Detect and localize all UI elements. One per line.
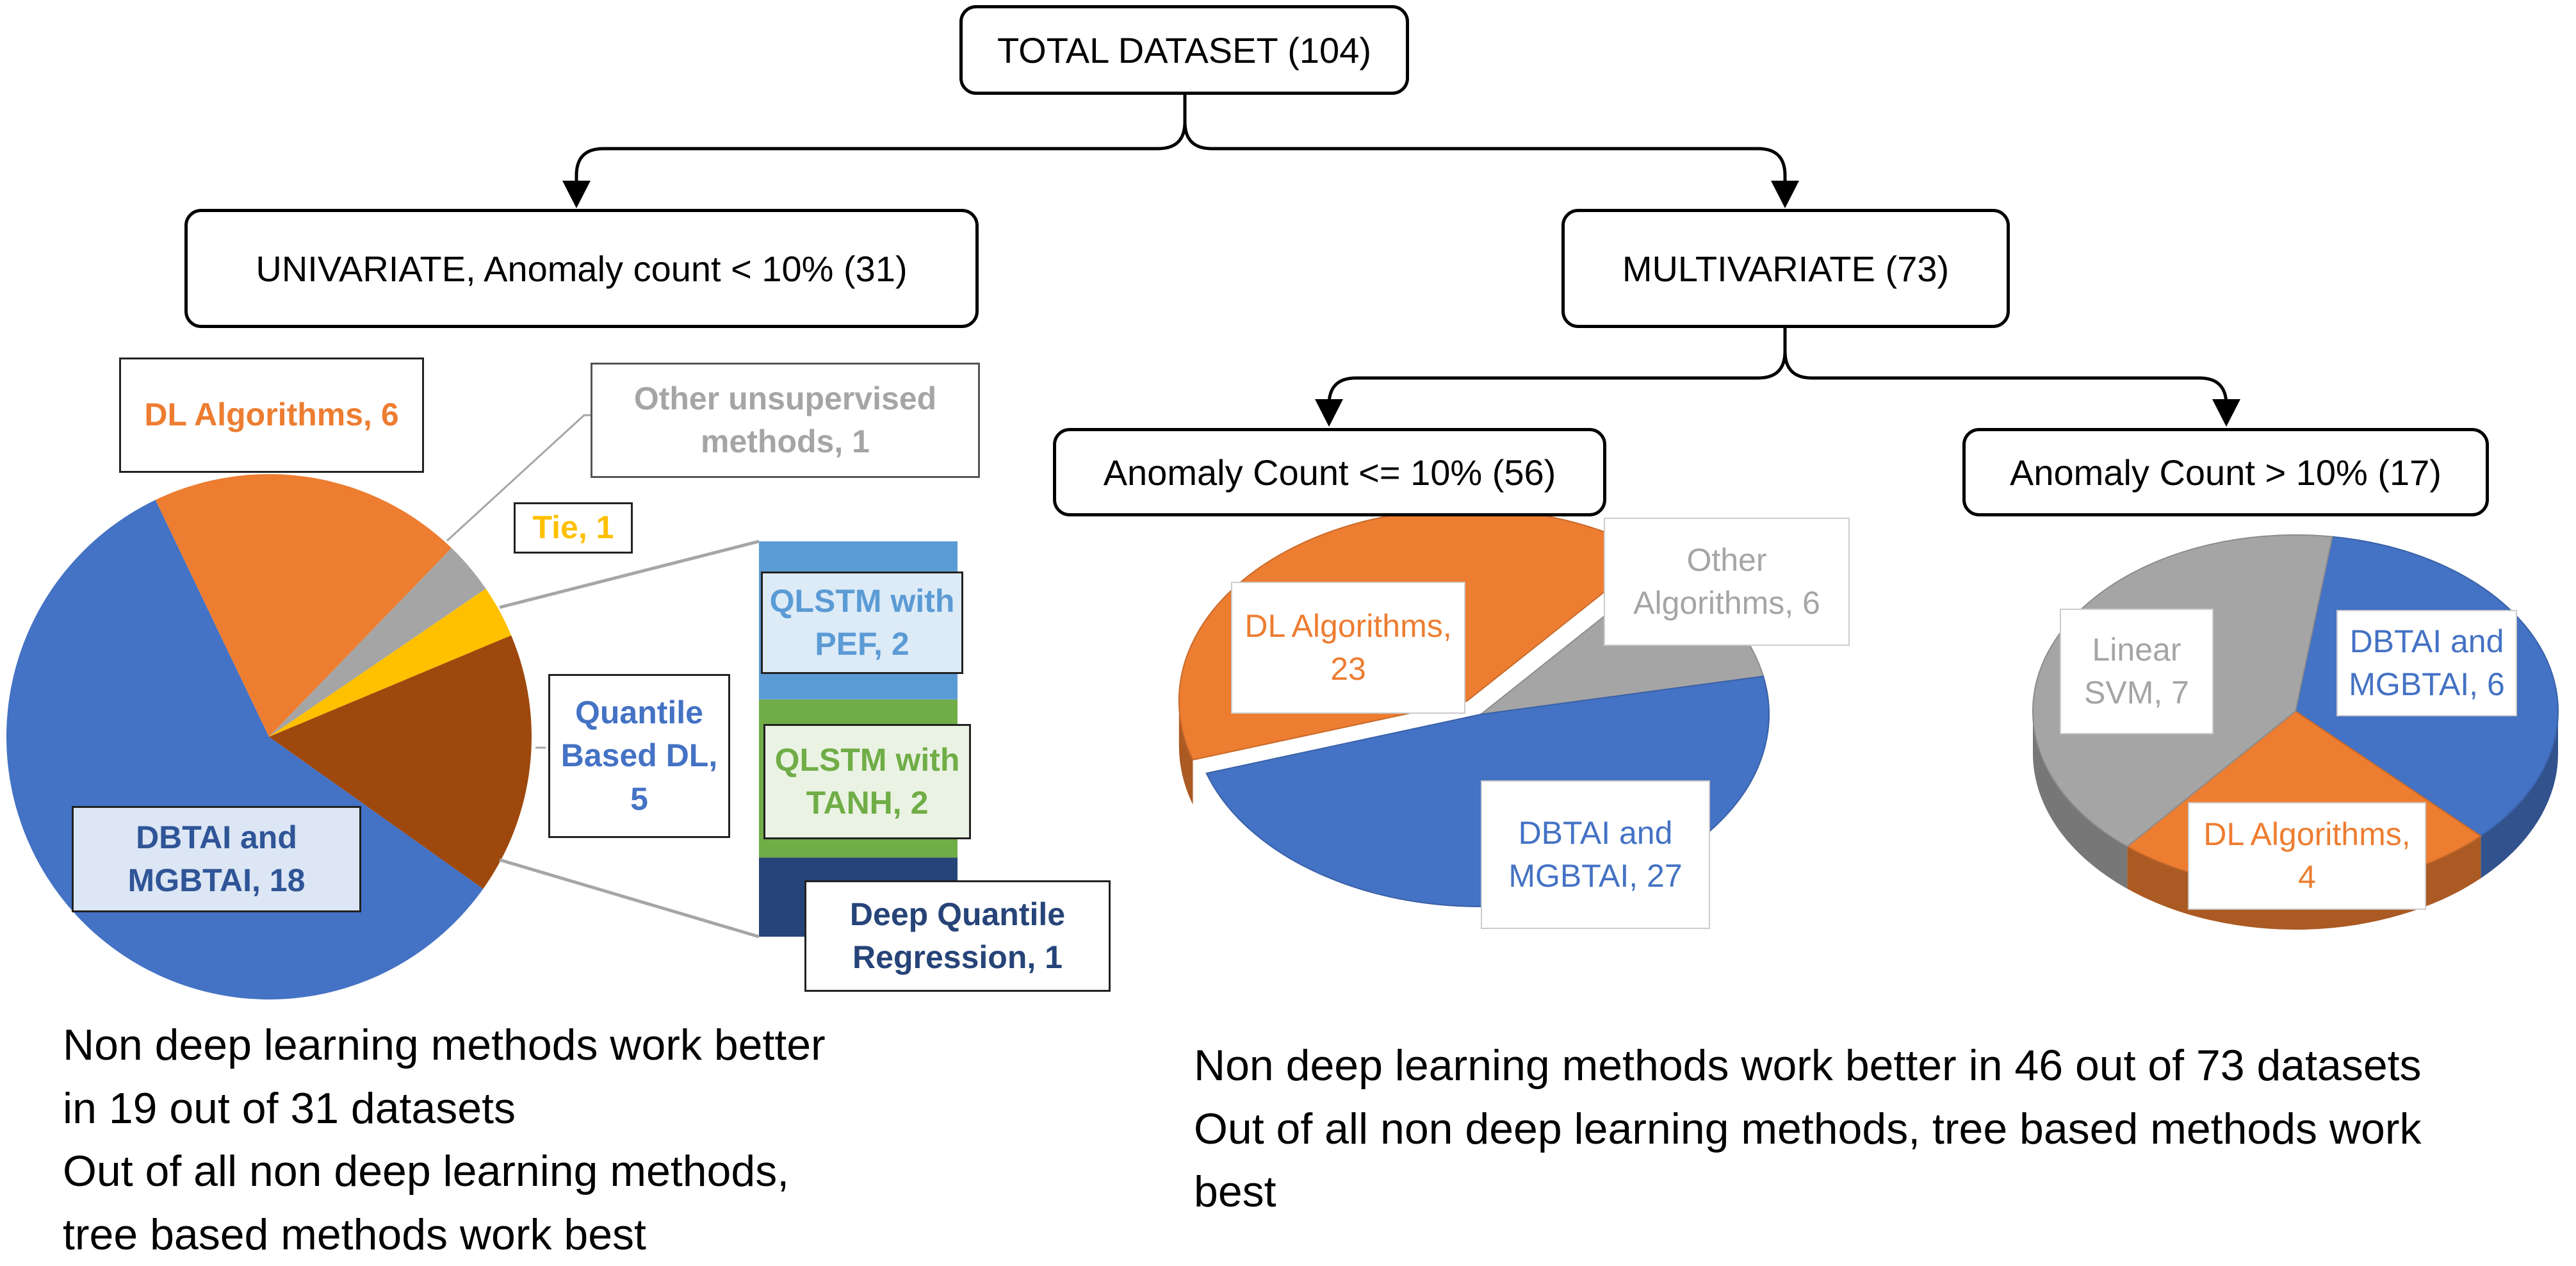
conclusion-line: Non deep learning methods work better: [63, 1021, 826, 1069]
label-m2-dl-algorithms: DL Algorithms, 4: [2188, 802, 2426, 910]
conclusion-multivariate: Non deep learning methods work better in…: [1194, 1034, 2422, 1224]
conclusion-line: tree based methods work best: [63, 1210, 646, 1259]
label-uni-qlstm-tanh: QLSTM with TANH, 2: [763, 724, 971, 839]
conclusion-univariate: Non deep learning methods work better in…: [63, 1014, 826, 1266]
pie-side-dbtai-and-mgbtai: [2481, 711, 2558, 878]
connector-multivariate: [1327, 328, 2228, 423]
node-multivariate: MULTIVARIATE (73): [1561, 209, 2010, 328]
label-uni-deep-quantile: Deep Quantile Regression, 1: [804, 880, 1111, 992]
node-anomaly-high: Anomaly Count > 10% (17): [1962, 428, 2489, 516]
label-uni-other-unsupervised: Other unsupervised methods, 1: [591, 363, 980, 478]
conclusion-line: Out of all non deep learning methods,: [63, 1147, 790, 1196]
label-m1-other-algorithms: Other Algorithms, 6: [1604, 518, 1850, 646]
pie-side-linear-svm: [2033, 711, 2128, 889]
connector-top: [575, 95, 1787, 204]
label-uni-tie: Tie, 1: [514, 502, 633, 554]
conclusion-line: Out of all non deep learning methods, tr…: [1194, 1104, 2422, 1153]
conclusion-line: best: [1194, 1167, 1276, 1217]
pie-side-dl-algorithms: [1178, 700, 1193, 805]
label-m1-dbtai: DBTAI and MGBTAI, 27: [1481, 780, 1710, 929]
pie-slice-quantile-based-dl: [269, 635, 532, 889]
pie-univariate: [6, 474, 532, 999]
arrowheads: [562, 181, 2240, 427]
bar-of-pie-leader-lines: [499, 539, 760, 939]
label-m2-dbtai: DBTAI and MGBTAI, 6: [2336, 610, 2517, 716]
node-univariate: UNIVARIATE, Anomaly count < 10% (31): [184, 209, 979, 328]
node-total-dataset: TOTAL DATASET (104): [959, 5, 1409, 95]
node-anomaly-low: Anomaly Count <= 10% (56): [1053, 428, 1606, 516]
label-uni-qlstm-pef: QLSTM with PEF, 2: [761, 571, 963, 674]
pie-slice-tie: [269, 588, 512, 737]
label-uni-dl-algorithms: DL Algorithms, 6: [119, 358, 424, 473]
label-m2-linear-svm: Linear SVM, 7: [2060, 609, 2213, 734]
label-leader-lines: [446, 414, 592, 749]
label-uni-quantile-based: Quantile Based DL, 5: [548, 674, 730, 838]
label-m1-dl-algorithms: DL Algorithms, 23: [1231, 582, 1465, 714]
pie-slice-other-unsupervised-methods: [269, 548, 486, 737]
label-uni-dbtai: DBTAI and MGBTAI, 18: [72, 806, 361, 912]
conclusion-line: in 19 out of 31 datasets: [63, 1083, 516, 1133]
conclusion-line: Non deep learning methods work better in…: [1194, 1041, 2422, 1090]
pie-slice-dl-algorithms: [155, 474, 452, 737]
